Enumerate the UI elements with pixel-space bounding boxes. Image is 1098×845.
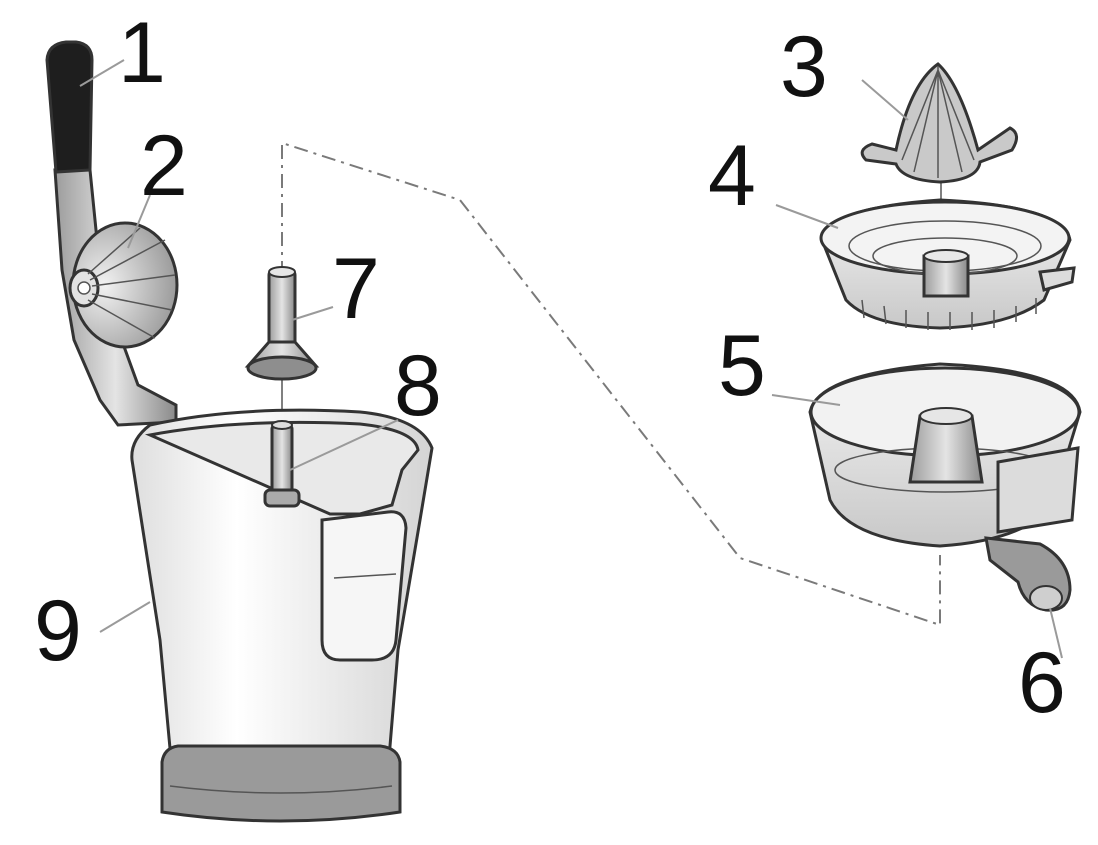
part-label-9: 9: [34, 583, 82, 679]
leader-line-3: [861, 79, 909, 121]
spout: [984, 536, 1072, 612]
lever-handle-grip: [45, 40, 94, 174]
part-label-7: 7: [332, 241, 380, 337]
part-label-5: 5: [718, 318, 766, 414]
cone-adapter: [244, 266, 320, 381]
leader-line-9: [99, 601, 151, 633]
leader-line-6: [1049, 607, 1063, 659]
part-label-3: 3: [780, 19, 828, 115]
drive-shaft: [263, 420, 301, 508]
part-label-6: 6: [1018, 635, 1066, 731]
leader-line-7: [291, 306, 334, 321]
leader-line-1: [79, 59, 125, 87]
leader-line-4: [775, 204, 839, 229]
part-label-4: 4: [708, 128, 756, 224]
lever-arm: [45, 40, 179, 427]
jug-window: [320, 510, 408, 662]
part-label-8: 8: [394, 338, 442, 434]
press-cone: [68, 221, 179, 349]
part-label-2: 2: [140, 118, 188, 214]
part-label-1: 1: [118, 5, 166, 101]
leader-line-8: [289, 419, 399, 471]
reamer-cone: [860, 62, 1018, 184]
juice-jug: [130, 408, 434, 823]
juice-bowl: [808, 362, 1082, 548]
strainer-basket: [819, 198, 1076, 330]
jug-base: [160, 744, 402, 823]
leader-line-2: [127, 194, 151, 249]
assembly-dash-line: [281, 141, 941, 627]
leader-line-5: [771, 394, 841, 406]
